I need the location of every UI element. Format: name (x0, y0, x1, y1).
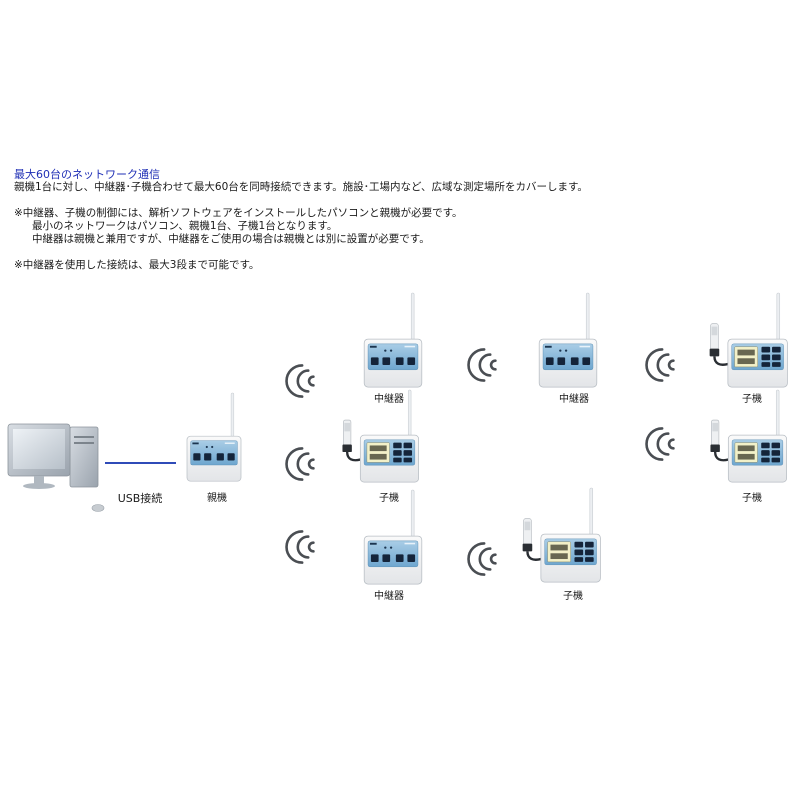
wireless-signal-icon (285, 363, 315, 399)
repeater-device (363, 489, 423, 585)
note-repeater-stages: ※中継器を使用した接続は、最大3段まで可能です。 (14, 259, 260, 271)
repeater-label: 中継器 (559, 394, 589, 405)
base-unit-label: 親機 (207, 493, 227, 504)
wireless-signal-icon (467, 347, 497, 383)
child-unit-label: 子機 (379, 493, 399, 504)
section-title: 最大60台のネットワーク通信 (14, 168, 160, 181)
wireless-signal-icon (285, 529, 315, 565)
child-unit-device (708, 291, 789, 389)
computer-icon (7, 423, 105, 512)
repeater-label: 中継器 (374, 394, 404, 405)
child-unit-label: 子機 (742, 493, 762, 504)
usb-connection-label: USB接続 (117, 492, 163, 505)
note-repeater-install: 中継器は親機と兼用ですが、中継器をご使用の場合は親機とは別に設置が必要です。 (32, 233, 430, 245)
wireless-signal-icon (645, 426, 675, 462)
repeater-device (538, 292, 598, 388)
section-description: 親機1台に対し、中継器･子機合わせて最大60台を同時接続できます。施設･工場内な… (14, 181, 588, 193)
wireless-signal-icon (467, 541, 497, 577)
description-block: 最大60台のネットワーク通信 親機1台に対し、中継器･子機合わせて最大60台を同… (14, 168, 774, 272)
wireless-signal-icon (645, 347, 675, 383)
note-minimum-network: 最小のネットワークはパソコン、親機1台、子機1台となります。 (32, 220, 338, 232)
repeater-label: 中継器 (374, 591, 404, 602)
child-unit-label: 子機 (742, 394, 762, 405)
repeater-device (363, 292, 423, 388)
note-control-requirement: ※中継器、子機の制御には、解析ソフトウェアをインストールしたパソコンと親機が必要… (14, 207, 463, 219)
base-unit-device (186, 392, 242, 482)
wireless-signal-icon (285, 446, 315, 482)
child-unit-device (521, 486, 602, 584)
child-unit-label: 子機 (563, 591, 583, 602)
